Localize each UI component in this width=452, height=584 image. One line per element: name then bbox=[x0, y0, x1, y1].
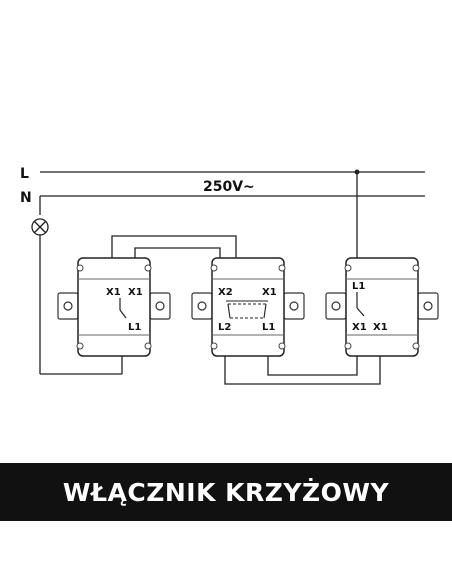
switch-right: L1 X1 X1 bbox=[325, 257, 439, 357]
wiring-diagram: L N 250V~ X1 X1 bbox=[20, 166, 439, 385]
line-label-n: N bbox=[20, 190, 32, 206]
terminal-x1a: X1 bbox=[352, 322, 367, 333]
line-label-l: L bbox=[20, 166, 29, 182]
terminal-x1: X1 bbox=[262, 287, 277, 298]
mount-ear-right bbox=[325, 292, 439, 320]
terminal-x1b: X1 bbox=[128, 287, 143, 298]
terminal-l1: L1 bbox=[128, 322, 141, 333]
switch-left: X1 X1 L1 bbox=[57, 257, 171, 357]
terminal-l2: L2 bbox=[218, 322, 231, 333]
traveler-wires-bottom bbox=[224, 356, 381, 385]
traveler-wires-top bbox=[111, 235, 237, 258]
switch-body bbox=[345, 257, 419, 357]
voltage-label: 250V~ bbox=[203, 179, 255, 195]
terminal-x1a: X1 bbox=[106, 287, 121, 298]
supply-lines bbox=[39, 171, 425, 258]
lamp-icon bbox=[31, 218, 49, 236]
switch-body bbox=[211, 257, 285, 357]
terminal-l1: L1 bbox=[352, 281, 365, 292]
terminal-x2: X2 bbox=[218, 287, 233, 298]
mount-ear-left bbox=[57, 292, 171, 320]
switch-body bbox=[77, 257, 151, 357]
terminal-l1: L1 bbox=[262, 322, 275, 333]
switch-middle: X2 X1 L2 L1 bbox=[191, 257, 305, 357]
banner-title: WŁĄCZNIK KRZYŻOWY bbox=[62, 477, 390, 507]
phase-dot bbox=[354, 169, 360, 175]
terminal-x1b: X1 bbox=[373, 322, 388, 333]
title-banner: WŁĄCZNIK KRZYŻOWY bbox=[0, 463, 452, 521]
